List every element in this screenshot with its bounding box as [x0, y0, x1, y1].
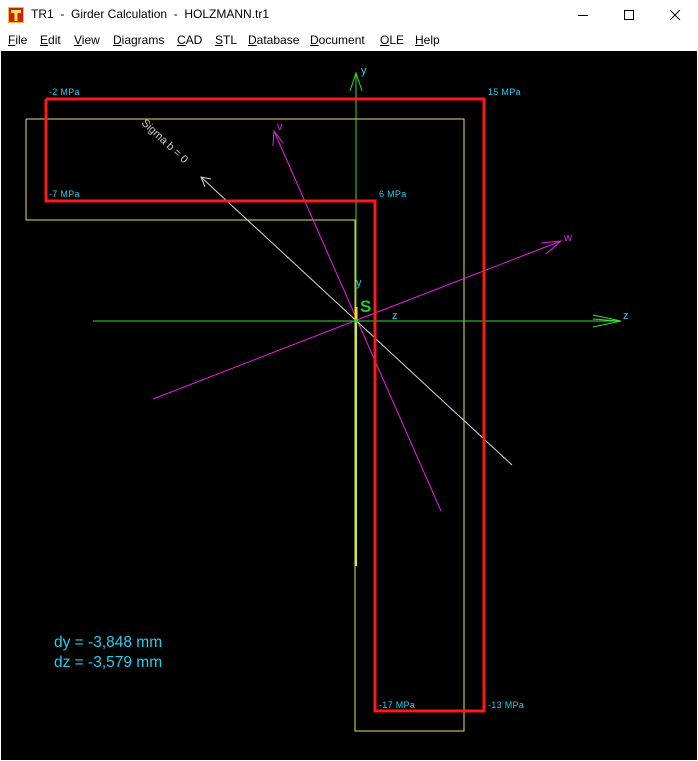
dz-readout: dz = -3,579 mm — [54, 654, 163, 671]
menu-ole[interactable]: OLE — [380, 33, 405, 47]
centroid-label: S — [360, 297, 372, 316]
maximize-icon — [624, 10, 634, 20]
w-axis-arrow — [540, 240, 563, 255]
minimize-icon — [578, 15, 588, 16]
close-button[interactable] — [652, 0, 698, 30]
stress-label-top-left: -2 MPa — [49, 87, 80, 97]
centroid-y-label: y — [356, 277, 362, 289]
window-title: TR1 - Girder Calculation - HOLZMANN.tr1 — [31, 7, 270, 21]
centroid-dot — [354, 319, 358, 323]
menu-bar: File Edit View Diagrams CAD STL Database… — [0, 30, 698, 51]
w-axis-label: w — [564, 232, 572, 244]
y-axis-arrow — [349, 71, 363, 92]
drawing-canvas[interactable]: -2 MPa 15 MPa -7 MPa 6 MPa -17 MPa -13 M… — [1, 51, 697, 760]
menu-database[interactable]: Database — [248, 33, 300, 47]
cross-section-drawing — [25, 71, 622, 732]
close-icon — [670, 10, 681, 21]
stress-outline — [44, 97, 486, 713]
v-axis-label: v — [277, 121, 283, 133]
menu-view[interactable]: View — [74, 33, 100, 47]
menu-diagrams[interactable]: Diagrams — [113, 33, 165, 47]
z-axis-label: z — [623, 310, 629, 322]
minimize-button[interactable] — [560, 0, 606, 30]
stress-label-bottom-left: -17 MPa — [379, 700, 416, 710]
menu-cad[interactable]: CAD — [177, 33, 203, 47]
menu-document[interactable]: Document — [310, 33, 365, 47]
section-outline — [25, 118, 465, 732]
v-axis-arrow — [272, 129, 284, 147]
menu-file[interactable]: File — [8, 33, 28, 47]
menu-help[interactable]: Help — [415, 33, 440, 47]
dy-readout: dy = -3,848 mm — [54, 634, 163, 651]
maximize-button[interactable] — [606, 0, 652, 30]
stress-label-top-right: 15 MPa — [488, 87, 521, 97]
z-axis-arrow — [592, 314, 622, 328]
stress-label-bottom-right: -13 MPa — [488, 700, 525, 710]
y-axis-label: y — [361, 65, 367, 77]
menu-stl[interactable]: STL — [215, 33, 238, 47]
title-bar[interactable]: TR1 - Girder Calculation - HOLZMANN.tr1 — [0, 0, 698, 31]
stress-label-mid-left: -7 MPa — [49, 189, 80, 199]
z-axis-arrow-inner — [592, 318, 620, 322]
tr1-app-icon[interactable] — [8, 7, 24, 23]
neutral-axis-arrow — [200, 176, 212, 188]
menu-edit[interactable]: Edit — [40, 33, 61, 47]
stress-label-mid-right: 6 MPa — [379, 189, 407, 199]
centroid-z-label: z — [392, 310, 398, 322]
